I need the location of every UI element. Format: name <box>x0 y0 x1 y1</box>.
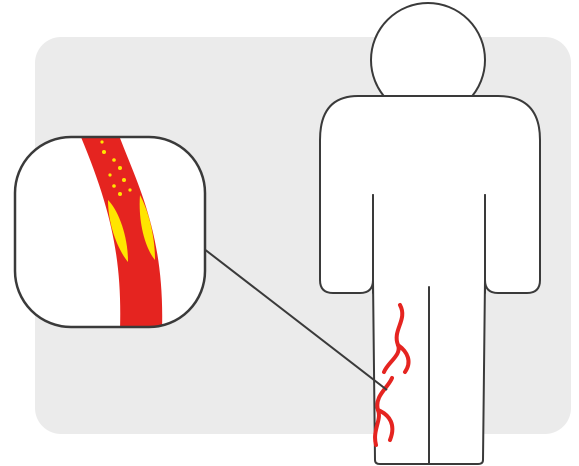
magnifier-inset <box>15 130 205 330</box>
